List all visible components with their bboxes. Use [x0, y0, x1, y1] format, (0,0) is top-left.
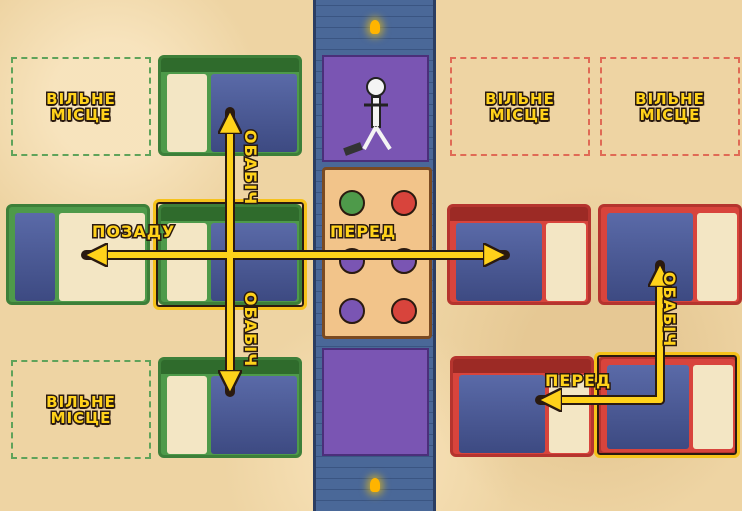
label-side-down: ОБАБІЧ	[241, 292, 260, 367]
label-side-up: ОБАБІЧ	[241, 130, 260, 205]
label-red-front: ПЕРЕД	[545, 371, 611, 390]
label-behind: ПОЗАДУ	[92, 222, 175, 241]
label-front: ПЕРЕД	[330, 222, 396, 241]
label-red-side: ОБАБІЧ	[660, 272, 679, 347]
